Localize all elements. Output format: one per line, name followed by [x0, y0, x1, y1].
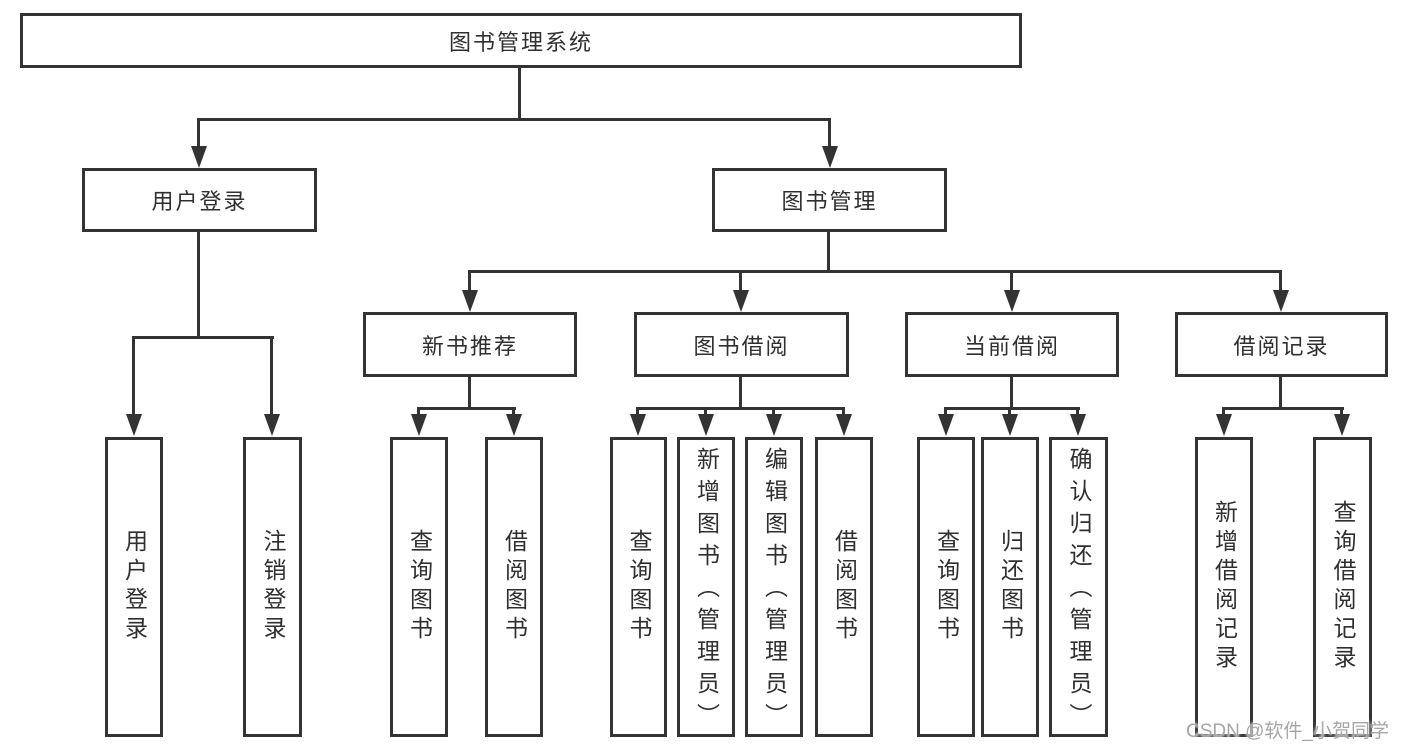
leaf-user-login: 用户登录 — [105, 437, 163, 737]
node-book-borrowing: 图书借阅 — [634, 312, 849, 377]
leaf-current-confirm-return-label: 确认归还（管理员） — [1066, 447, 1092, 735]
leaf-records-add-record: 新增借阅记录 — [1195, 437, 1253, 737]
arrowhead-down-icon — [733, 290, 749, 312]
node-new-book-recommend: 新书推荐 — [363, 312, 577, 377]
arrowhead-down-icon — [462, 290, 478, 312]
leaf-recommend-borrow-books-label: 借阅图书 — [501, 529, 528, 645]
csdn-watermark: CSDN @软件_小贺同学 — [1186, 721, 1389, 742]
leaf-borrowing-edit-books-label: 编辑图书（管理员） — [761, 447, 788, 735]
connector-drop — [1076, 407, 1079, 417]
arrowhead-down-icon — [411, 414, 427, 436]
node-book-management-label: 图书管理 — [781, 189, 878, 214]
node-borrowing-records: 借阅记录 — [1175, 312, 1388, 377]
connector-drop — [842, 407, 845, 417]
leaf-logout-label: 注销登录 — [260, 529, 286, 645]
leaf-borrowing-borrow-books: 借阅图书 — [815, 437, 873, 737]
connector-user-login-stub — [197, 232, 200, 339]
connector-drop-login — [132, 336, 135, 416]
connector-drop-logout — [270, 336, 273, 416]
leaf-user-login-label: 用户登录 — [121, 529, 148, 645]
leaf-records-query-record: 查询借阅记录 — [1313, 437, 1372, 737]
connector-drop — [417, 407, 420, 417]
arrowhead-down-icon — [766, 414, 782, 436]
node-current-borrowing: 当前借阅 — [905, 312, 1119, 377]
connector-drop-current-borrowing — [1010, 270, 1013, 292]
connector-drop — [1222, 407, 1225, 417]
node-user-login-label: 用户登录 — [151, 189, 248, 214]
node-user-login: 用户登录 — [82, 168, 317, 232]
connector-drop — [944, 407, 947, 417]
connector-root-hline — [198, 118, 831, 121]
connector-current-hline — [944, 407, 1080, 410]
node-book-borrowing-label: 图书借阅 — [693, 333, 790, 359]
arrowhead-down-icon — [191, 146, 207, 168]
arrowhead-down-icon — [836, 414, 852, 436]
leaf-recommend-query-books: 查询图书 — [390, 437, 448, 737]
leaf-current-return-books: 归还图书 — [981, 437, 1039, 737]
connector-borrowing-hline — [637, 407, 845, 410]
leaf-recommend-query-books-label: 查询图书 — [406, 529, 433, 645]
arrowhead-down-icon — [1334, 414, 1350, 436]
leaf-current-query-books: 查询图书 — [917, 437, 975, 737]
connector-root-stub — [518, 68, 521, 121]
arrowhead-down-icon — [264, 414, 280, 436]
arrowhead-down-icon — [698, 414, 714, 436]
arrowhead-down-icon — [1216, 414, 1232, 436]
leaf-current-query-books-label: 查询图书 — [933, 529, 960, 645]
connector-drop — [772, 407, 775, 417]
arrowhead-down-icon — [506, 414, 522, 436]
leaf-borrowing-add-books: 新增图书（管理员） — [677, 437, 735, 737]
arrowhead-down-icon — [938, 414, 954, 436]
leaf-recommend-borrow-books: 借阅图书 — [485, 437, 543, 737]
leaf-current-return-books-label: 归还图书 — [997, 529, 1024, 645]
node-book-management: 图书管理 — [712, 168, 947, 232]
connector-drop-book-borrowing — [739, 270, 742, 292]
connector-drop — [1340, 407, 1343, 417]
connector-borrowing-stub — [739, 377, 742, 410]
arrowhead-down-icon — [1004, 290, 1020, 312]
leaf-records-add-record-label: 新增借阅记录 — [1211, 500, 1238, 674]
connector-drop — [704, 407, 707, 417]
leaf-borrowing-query-books-label: 查询图书 — [626, 529, 652, 645]
leaf-records-query-record-label: 查询借阅记录 — [1330, 500, 1356, 674]
node-root: 图书管理系统 — [20, 13, 1022, 68]
leaf-borrowing-edit-books: 编辑图书（管理员） — [745, 437, 803, 737]
leaf-borrowing-add-books-label: 新增图书（管理员） — [693, 447, 720, 735]
connector-drop-new-book-recommend — [468, 270, 471, 292]
node-new-book-recommend-label: 新书推荐 — [421, 333, 518, 359]
arrowhead-down-icon — [822, 146, 838, 168]
connector-recommend-stub — [468, 377, 471, 410]
leaf-borrowing-borrow-books-label: 借阅图书 — [831, 529, 858, 645]
connector-drop-user-login — [197, 118, 200, 148]
leaf-current-confirm-return: 确认归还（管理员） — [1049, 437, 1108, 737]
arrowhead-down-icon — [1002, 414, 1018, 436]
connector-records-hline — [1222, 407, 1344, 410]
leaf-borrowing-query-books: 查询图书 — [610, 437, 667, 737]
arrowhead-down-icon — [630, 414, 646, 436]
connector-drop — [1008, 407, 1011, 417]
arrowhead-down-icon — [1273, 290, 1289, 312]
arrowhead-down-icon — [126, 414, 142, 436]
connector-recommend-hline — [417, 407, 516, 410]
node-root-label: 图书管理系统 — [448, 29, 593, 55]
connector-book-management-hline — [468, 270, 1282, 273]
connector-drop — [512, 407, 515, 417]
arrowhead-down-icon — [1070, 414, 1086, 436]
connector-current-stub — [1010, 377, 1013, 410]
leaf-logout: 注销登录 — [243, 437, 302, 737]
connector-drop — [636, 407, 639, 417]
node-current-borrowing-label: 当前借阅 — [963, 333, 1060, 359]
connector-records-stub — [1279, 377, 1282, 410]
connector-drop-book-management — [828, 118, 831, 148]
node-borrowing-records-label: 借阅记录 — [1233, 333, 1330, 359]
connector-book-management-stub — [827, 232, 830, 273]
connector-drop-borrowing-records — [1279, 270, 1282, 292]
connector-user-login-hline — [132, 336, 274, 339]
